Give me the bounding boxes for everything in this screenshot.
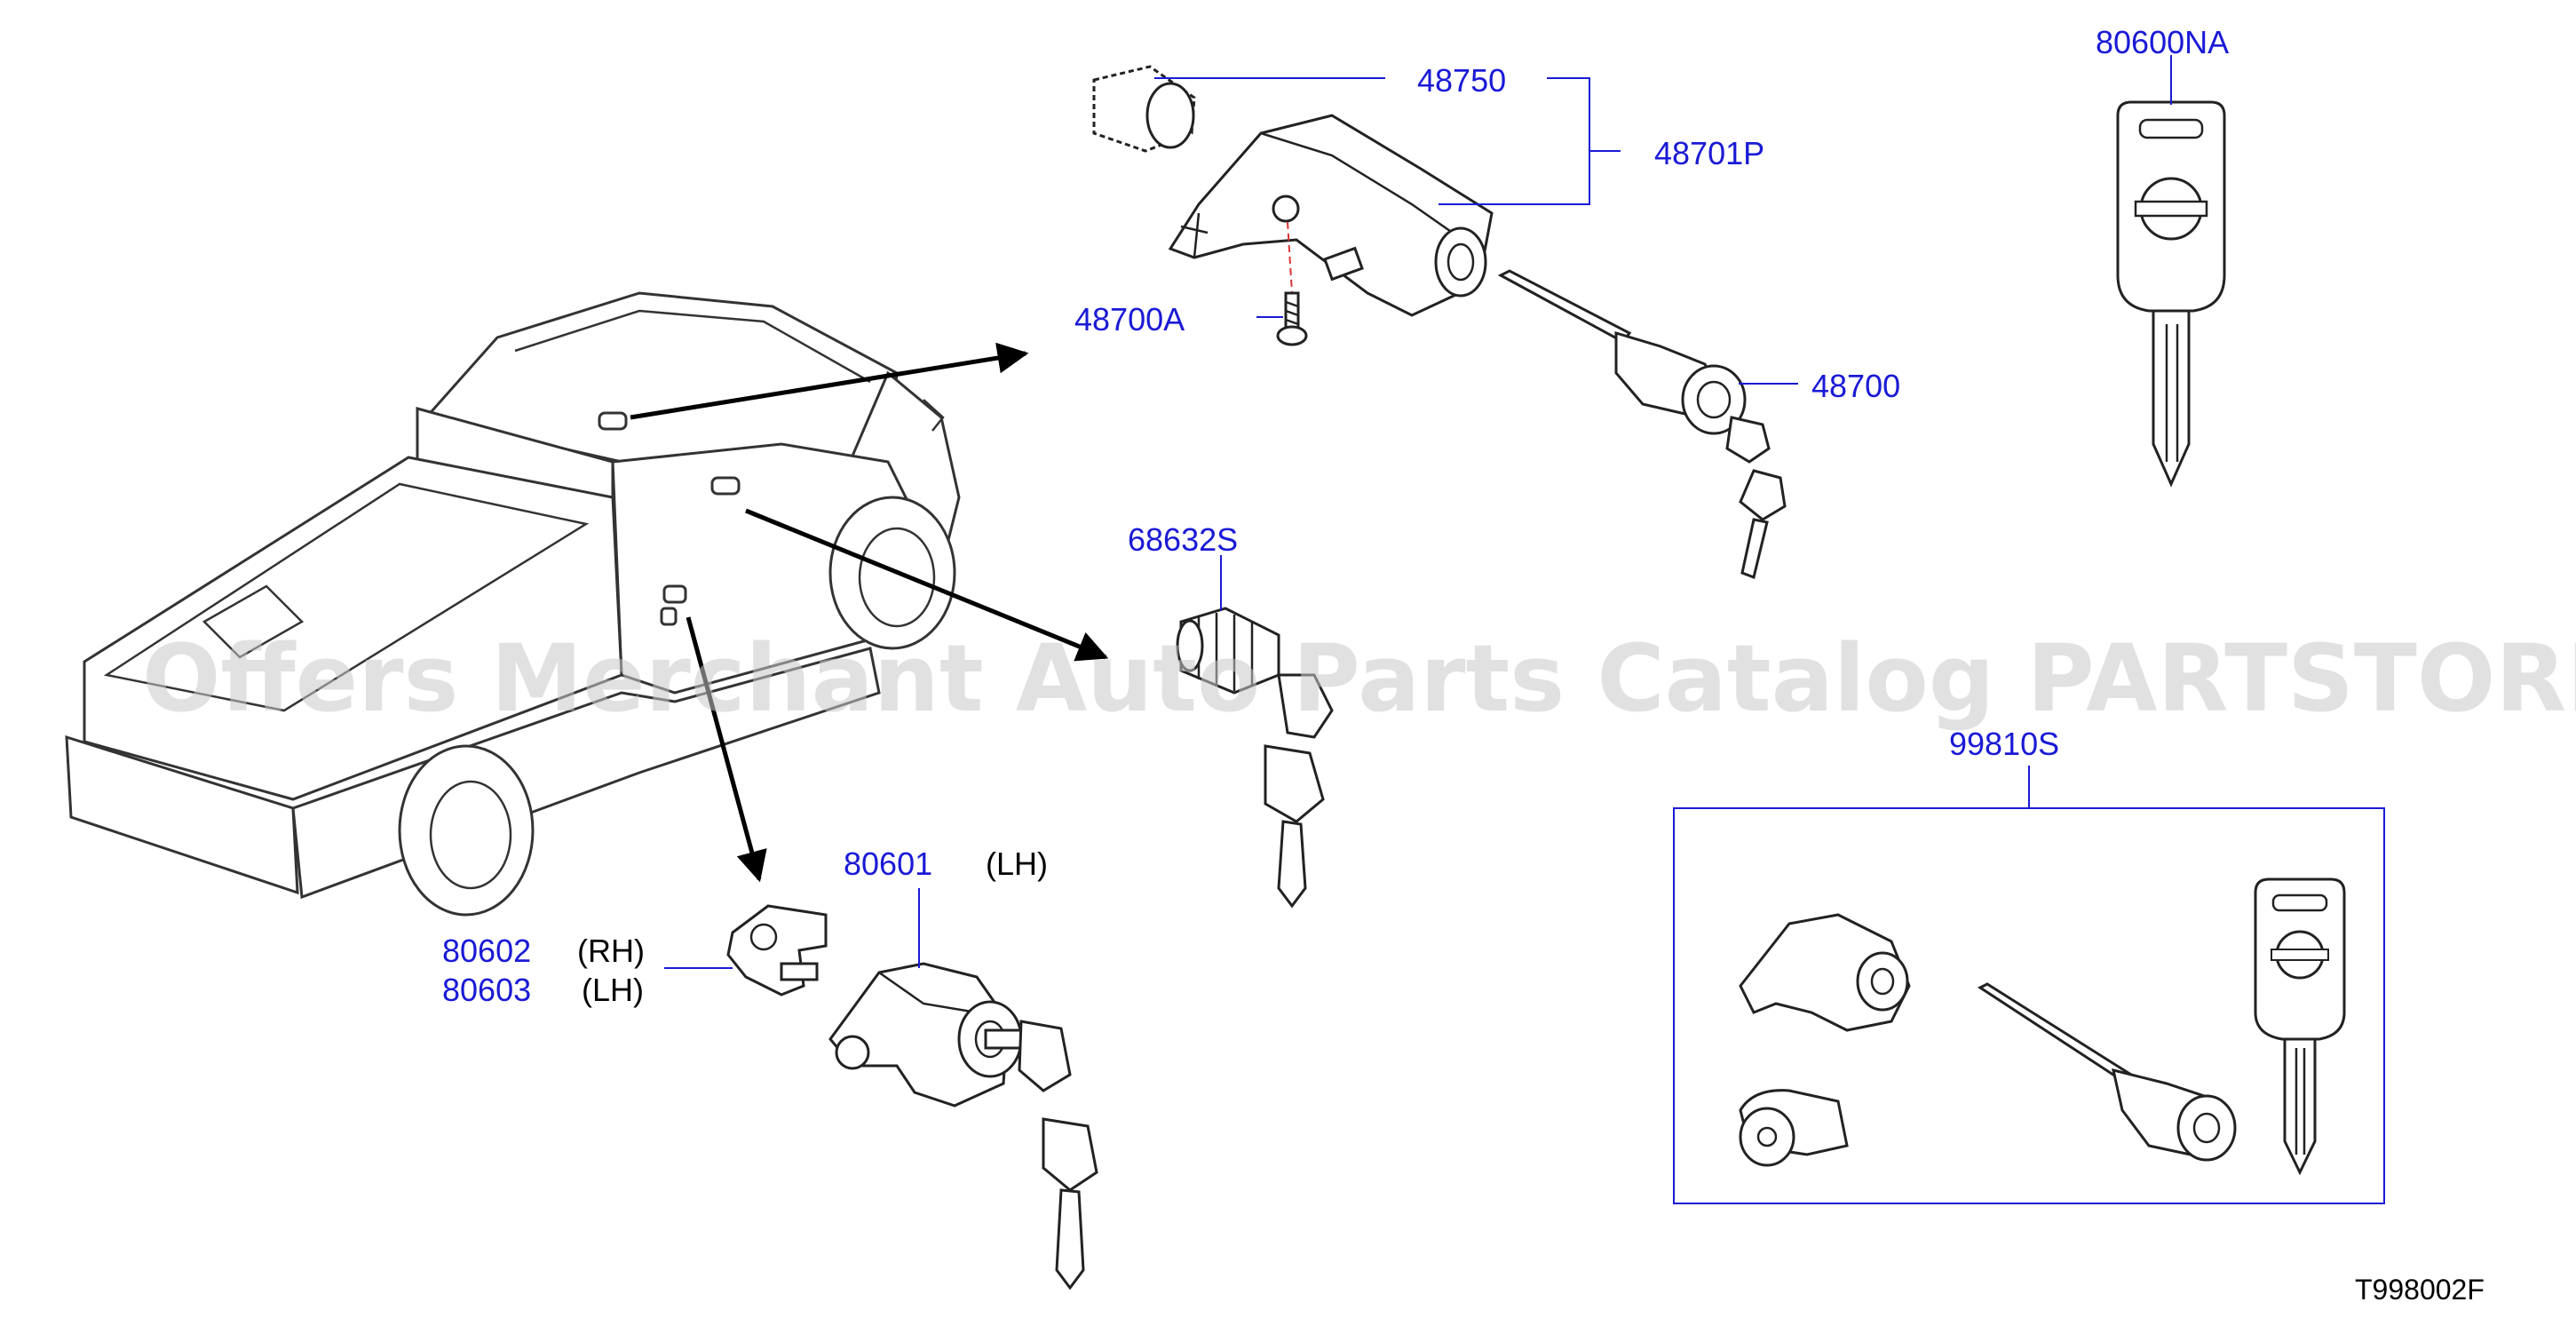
callout-arrows <box>630 342 1109 883</box>
diagram-code: T998002F <box>2355 1274 2485 1306</box>
side-labels: (LH) (RH) (LH) <box>577 846 1048 1008</box>
part-number-80603[interactable]: 80603 <box>442 972 531 1008</box>
side-label-80601: (LH) <box>986 846 1048 882</box>
part-48700a-screw-illustration <box>1276 291 1308 346</box>
part-48701p-ignition-housing-illustration <box>1168 114 1494 317</box>
part-number-48700[interactable]: 48700 <box>1811 368 1900 404</box>
part-number-labels: 48750 48701P 48700A 48700 80600NA 68632S… <box>442 24 2229 1008</box>
part-80602-80603-lever-illustration <box>726 904 828 996</box>
side-label-80602: (RH) <box>577 933 645 969</box>
part-99810s-kit-illustration <box>1673 807 2385 1204</box>
part-80601-door-lock-illustration <box>828 962 1098 1290</box>
part-number-99810s[interactable]: 99810S <box>1949 726 2059 762</box>
pickup-truck-illustration <box>65 291 961 917</box>
leader-lines <box>664 55 2172 969</box>
side-label-80603: (LH) <box>582 972 644 1008</box>
part-number-80601[interactable]: 80601 <box>844 846 932 882</box>
watermark: Offers Merchant Auto Parts Catalog PARTS… <box>142 624 2576 733</box>
part-80600na-key-illustration <box>2116 100 2226 488</box>
part-number-48750[interactable]: 48750 <box>1417 62 1506 99</box>
part-48700-ignition-cylinder-illustration <box>1497 269 1787 580</box>
part-number-48701p[interactable]: 48701P <box>1654 135 1764 171</box>
part-number-80600na[interactable]: 80600NA <box>2096 24 2229 60</box>
part-68632s-cylinder-illustration <box>1176 607 1334 909</box>
part-number-48700a[interactable]: 48700A <box>1074 301 1185 337</box>
part-number-68632s[interactable]: 68632S <box>1128 521 1238 558</box>
part-48750-illustration <box>1092 65 1196 153</box>
part-number-80602[interactable]: 80602 <box>442 933 531 969</box>
